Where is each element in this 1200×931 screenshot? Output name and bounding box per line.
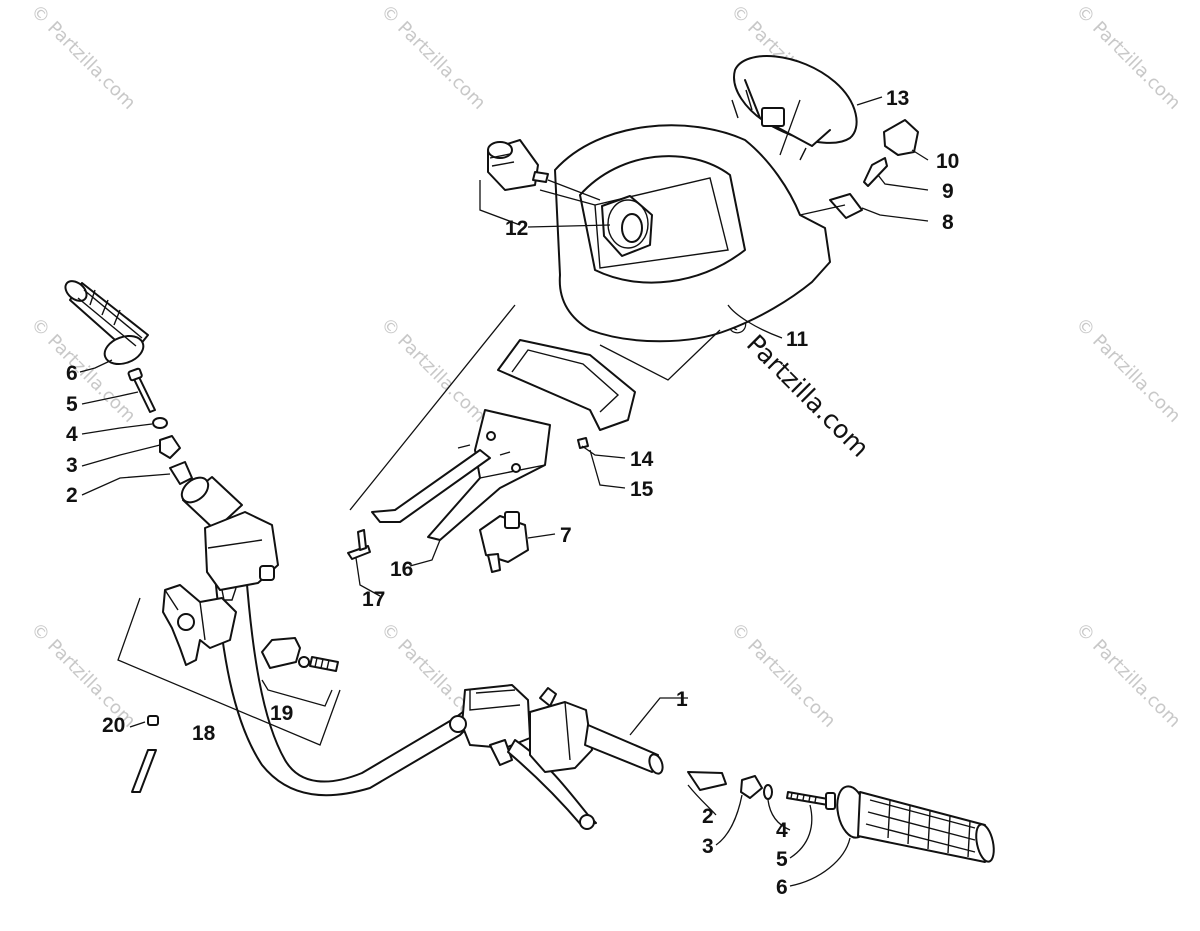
callout-10: 10 <box>936 150 959 173</box>
speedometer-gauge <box>731 55 858 161</box>
bolt-right <box>786 791 829 806</box>
handlebar-clamp <box>261 637 339 672</box>
callout-6: 6 <box>776 876 788 899</box>
brake-master-cylinder <box>449 684 597 830</box>
callout-17: 17 <box>362 588 385 611</box>
callout-16: 16 <box>390 558 413 581</box>
weight-left <box>159 435 181 459</box>
sleeve-left <box>169 461 193 485</box>
callout-3: 3 <box>702 835 714 858</box>
watermark: © Partzilla.com <box>1071 1 1184 114</box>
watermark: © Partzilla.com <box>376 314 489 427</box>
group-line-pod <box>349 99 846 511</box>
callout-6: 6 <box>66 362 78 385</box>
right-grip <box>836 785 995 863</box>
sleeve-right <box>687 771 727 791</box>
callout-12: 12 <box>505 217 528 240</box>
key <box>863 157 888 187</box>
callout-11: 11 <box>786 328 809 351</box>
small-fasteners <box>347 437 589 560</box>
callout-19: 19 <box>270 702 293 725</box>
right-end-hardware <box>687 771 836 810</box>
left-end-hardware <box>127 367 193 485</box>
power-outlet <box>487 139 549 191</box>
callout-20: 20 <box>102 714 125 737</box>
watermark: © Partzilla.com <box>1071 314 1184 427</box>
watermark: © Partzilla.com <box>1071 619 1184 732</box>
washer-left <box>152 417 168 429</box>
callout-8: 8 <box>942 211 954 234</box>
callout-15: 15 <box>630 478 654 501</box>
key-plate <box>829 193 863 219</box>
callout-labels: 1 2 2 3 3 4 4 5 5 6 6 7 8 9 10 11 12 13 … <box>66 87 959 899</box>
callout-2: 2 <box>66 484 78 507</box>
callout-3: 3 <box>66 454 78 477</box>
throttle-assembly <box>162 584 237 666</box>
callout-5: 5 <box>66 393 78 416</box>
bolt-left <box>132 374 156 413</box>
group-bracket-19 <box>261 679 333 707</box>
callout-4: 4 <box>776 819 788 842</box>
mounting-bracket <box>371 409 551 541</box>
washer-right <box>763 784 773 800</box>
weight-right <box>740 775 763 799</box>
watermark: © Partzilla.com <box>726 619 839 732</box>
callout-18: 18 <box>192 722 216 745</box>
watermark: © Partzilla.com <box>376 1 489 114</box>
pod-housing <box>554 124 831 343</box>
left-switch-housing <box>204 511 279 601</box>
callout-7: 7 <box>560 524 572 547</box>
callout-1: 1 <box>676 688 688 711</box>
hazard-switch <box>479 511 529 573</box>
callout-13: 13 <box>886 87 909 110</box>
socket-nut <box>601 195 653 257</box>
group-bracket-18 <box>117 597 341 746</box>
callout-5: 5 <box>776 848 788 871</box>
callout-4: 4 <box>66 423 78 446</box>
leader-lines <box>79 96 929 887</box>
ignition-key-parts <box>829 119 919 219</box>
callout-2: 2 <box>702 805 714 828</box>
right-switch-housing <box>529 687 593 773</box>
callout-9: 9 <box>942 180 954 203</box>
callout-14: 14 <box>630 448 654 471</box>
right-grip-tube <box>584 724 664 775</box>
key-switch-cap <box>883 119 919 156</box>
left-grip <box>64 280 149 366</box>
watermark: © Partzilla.com <box>26 1 139 114</box>
wire <box>131 715 159 793</box>
pod-bezel <box>497 339 636 431</box>
grommet <box>577 437 589 449</box>
